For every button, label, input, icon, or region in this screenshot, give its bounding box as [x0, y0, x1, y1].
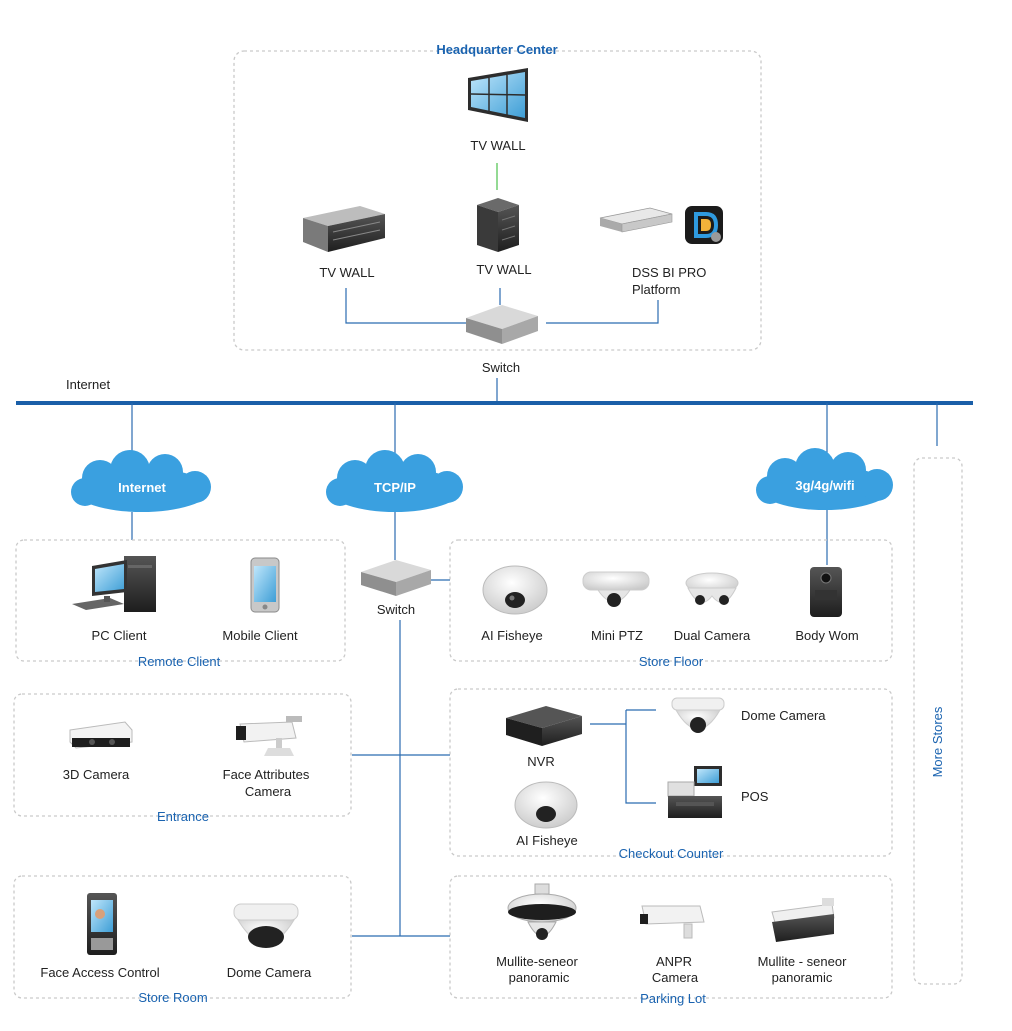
camera-3d-label: 3D Camera — [63, 767, 130, 782]
dual-camera-icon — [685, 572, 739, 605]
face-access-label: Face Access Control — [40, 965, 159, 980]
store-floor-box — [449, 539, 893, 662]
link-branch-vertical — [625, 710, 656, 804]
mobile-client-label: Mobile Client — [222, 628, 298, 643]
headquarter-box — [233, 50, 762, 351]
link-platform — [546, 300, 659, 324]
remote-client-box — [15, 539, 346, 662]
mobile-phone-icon — [250, 557, 280, 613]
platform-server-icon — [599, 207, 673, 233]
storefloor-fisheye-label: AI Fisheye — [481, 628, 542, 643]
multi-sensor-panoramic-label-1: Mullite - seneor — [758, 954, 848, 969]
storeroom-dome-label: Dome Camera — [227, 965, 312, 980]
body-camera-icon — [810, 567, 842, 617]
tv-wall-left-label: TV WALL — [319, 265, 374, 280]
switch-icon — [466, 305, 538, 344]
mobile-cloud-label: 3g/4g/wifi — [795, 478, 854, 493]
pos-icon — [667, 766, 722, 818]
fisheye-camera-icon — [514, 781, 578, 829]
dual-camera-label: Dual Camera — [674, 628, 751, 643]
face-attributes-label-2: Camera — [245, 784, 292, 799]
face-attributes-label-1: Face Attributes — [223, 767, 310, 782]
dome-camera-icon — [671, 697, 725, 733]
anpr-label-1: ANPR — [656, 954, 692, 969]
pc-client-label: PC Client — [92, 628, 147, 643]
dome-camera-icon — [233, 903, 299, 948]
center-switch-label: Switch — [377, 602, 415, 617]
platform-label-1: DSS BI PRO — [632, 265, 706, 280]
parking-lot-box — [449, 875, 893, 999]
decoder-icon — [477, 198, 519, 252]
multi-sensor-ptz-icon — [507, 883, 577, 940]
nvr-label: NVR — [527, 754, 554, 769]
internet-cloud-label: Internet — [118, 480, 166, 495]
more-stores-box — [913, 457, 963, 985]
parking-lot-title: Parking Lot — [640, 991, 706, 1006]
platform-label-2: Platform — [632, 282, 680, 297]
anpr-camera-icon — [640, 905, 705, 939]
multi-sensor-panoramic-icon — [771, 898, 835, 942]
fisheye-camera-icon — [482, 565, 548, 615]
more-stores-label: More Stores — [930, 706, 945, 777]
body-wom-label: Body Wom — [795, 628, 858, 643]
dss-app-icon — [685, 206, 723, 244]
tcpip-cloud-label: TCP/IP — [374, 480, 416, 495]
multi-sensor-ptz-label-2: panoramic — [509, 970, 570, 985]
camera-3d-icon — [69, 721, 133, 749]
link-left-server — [345, 288, 466, 324]
store-room-box — [13, 875, 352, 999]
tv-wall-top-label: TV WALL — [470, 138, 525, 153]
store-room-title: Store Room — [138, 990, 207, 1005]
tcpip-cloud-icon — [326, 450, 463, 512]
headquarter-title: Headquarter Center — [436, 42, 557, 57]
checkout-title: Checkout Counter — [619, 846, 724, 861]
multi-sensor-panoramic-label-2: panoramic — [772, 970, 833, 985]
face-attributes-camera-icon — [236, 716, 302, 756]
internet-cloud-icon — [71, 450, 211, 512]
server-icon — [303, 206, 385, 252]
pc-icon — [72, 556, 156, 612]
entrance-box — [13, 693, 352, 817]
internet-label: Internet — [66, 377, 110, 392]
mini-ptz-label: Mini PTZ — [591, 628, 643, 643]
tv-wall-mid-label: TV WALL — [476, 262, 531, 277]
tv-wall-icon — [468, 68, 528, 122]
multi-sensor-ptz-label-1: Mullite-seneor — [496, 954, 578, 969]
checkout-fisheye-label: AI Fisheye — [516, 833, 577, 848]
mobile-cloud-icon — [756, 448, 893, 510]
mini-ptz-icon — [582, 571, 650, 607]
remote-client-title: Remote Client — [138, 654, 221, 669]
checkout-dome-label: Dome Camera — [741, 708, 826, 723]
store-floor-title: Store Floor — [639, 654, 704, 669]
face-access-control-icon — [87, 893, 117, 955]
anpr-label-2: Camera — [652, 970, 699, 985]
nvr-icon — [506, 706, 582, 746]
entrance-title: Entrance — [157, 809, 209, 824]
hq-switch-label: Switch — [482, 360, 520, 375]
switch-icon — [361, 560, 431, 596]
checkout-box — [449, 688, 893, 857]
pos-label: POS — [741, 789, 769, 804]
